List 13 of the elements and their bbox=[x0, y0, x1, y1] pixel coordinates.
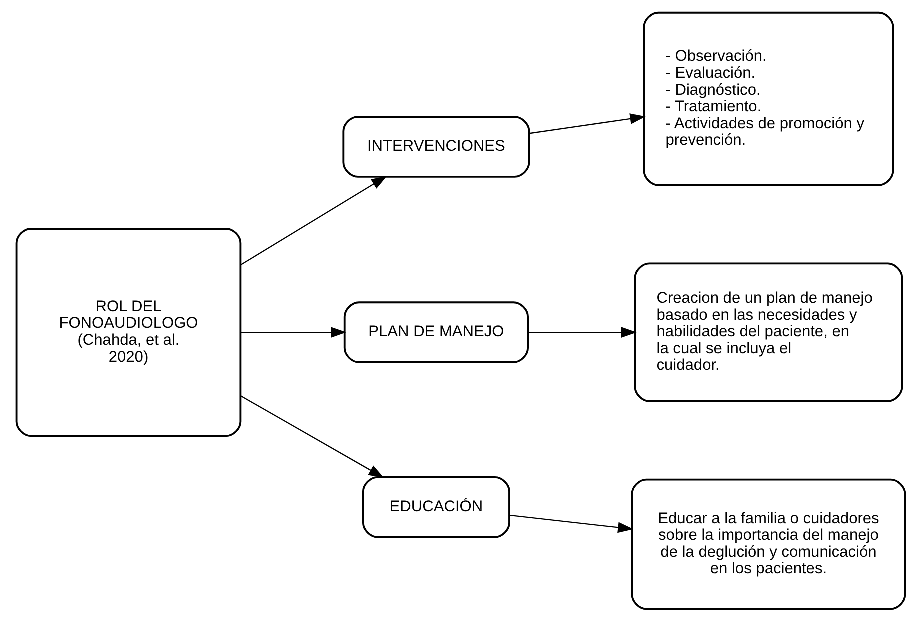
arrow bbox=[528, 327, 637, 338]
arrow bbox=[241, 327, 347, 338]
arrow bbox=[510, 514, 634, 534]
node-box: ROL DEL FONOAUDIOLOGO (Chahda, et al. 2020) bbox=[16, 228, 242, 438]
node-box: Educar a la familia o cuidadores sobre la importancia del manejo de la deglución y comunicación en los pacientes. bbox=[631, 478, 906, 610]
node-box: INTERVENCIONES bbox=[342, 116, 530, 178]
arrow bbox=[529, 114, 646, 134]
node-box: PLAN DE MANEJO bbox=[344, 302, 529, 364]
node-box: EDUCACIÓN bbox=[362, 476, 510, 538]
arrow bbox=[240, 396, 384, 478]
node-box: - Observación. - Evaluación. - Diagnóstico. - Tratamiento. - Actividades de promoción y prevención. bbox=[643, 12, 894, 186]
arrow bbox=[240, 176, 388, 266]
node-box: Creacion de un plan de manejo basado en las necesidades y habilidades del paciente, en la cual se incluya el cuidador. bbox=[634, 262, 904, 402]
